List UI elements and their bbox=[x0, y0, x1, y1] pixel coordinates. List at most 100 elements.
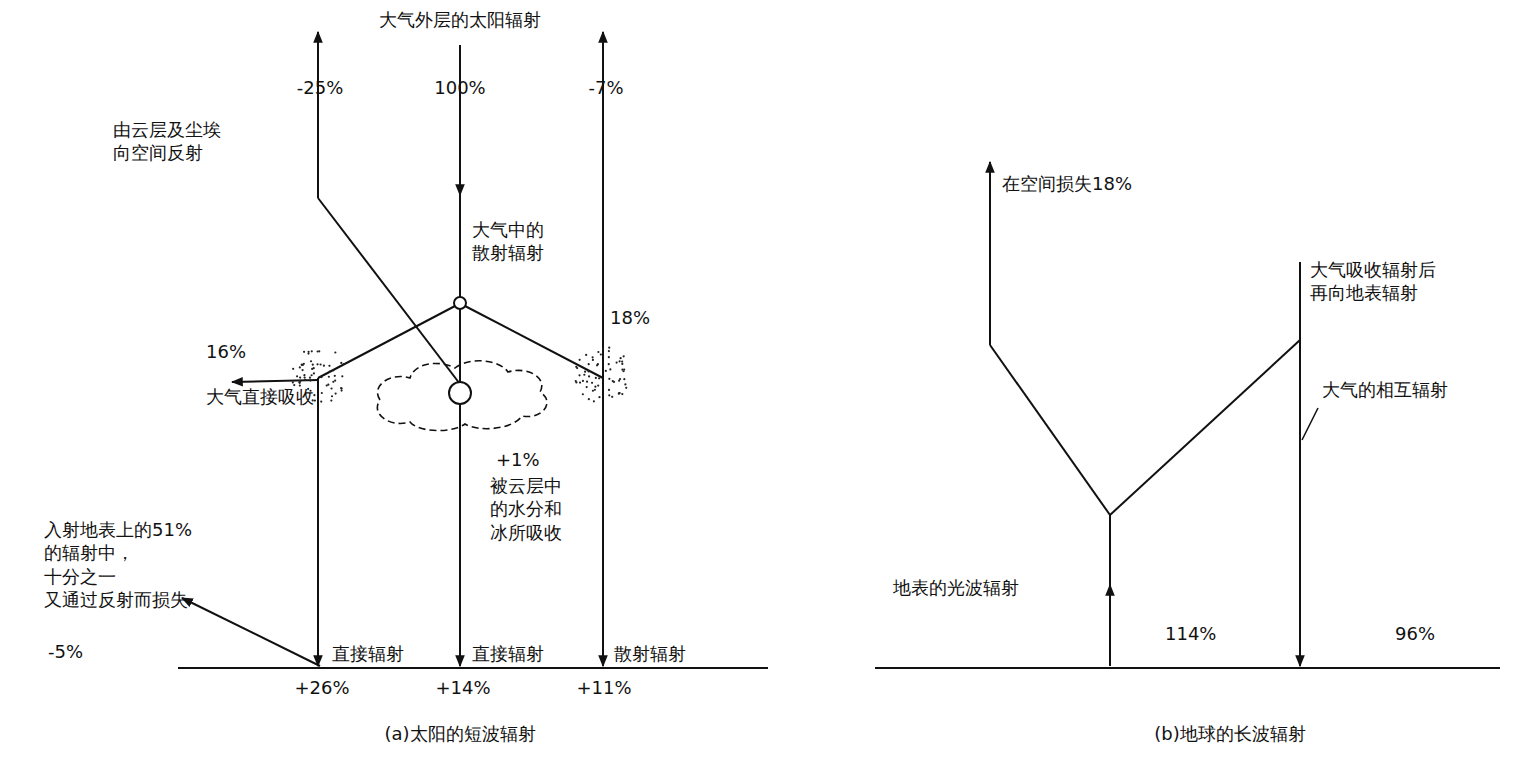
dust-dot bbox=[585, 354, 587, 356]
dust-dot bbox=[330, 387, 332, 389]
label: +26% bbox=[294, 676, 349, 699]
scatter-point bbox=[454, 297, 466, 309]
dust-dot bbox=[340, 387, 342, 389]
dust-dot bbox=[317, 350, 319, 352]
label: 大气吸收辐射后 再向地表辐射 bbox=[1310, 258, 1436, 305]
dust-dot bbox=[312, 364, 314, 366]
label: 16% bbox=[206, 340, 246, 363]
dust-dot bbox=[621, 360, 623, 362]
dust-dot bbox=[331, 395, 333, 397]
dust-dot bbox=[598, 396, 600, 398]
loss-arrow bbox=[989, 162, 991, 345]
dust-dot bbox=[316, 363, 318, 365]
label: 18% bbox=[610, 306, 650, 329]
label: 入射地表上的51% 的辐射中，十分之一 又通过反射而损失 bbox=[44, 518, 192, 612]
dust-dot bbox=[320, 400, 322, 402]
label: 在空间损失18% bbox=[1002, 172, 1132, 195]
dust-dot bbox=[594, 386, 596, 388]
dust-dot bbox=[592, 359, 594, 361]
cloud-line bbox=[459, 309, 461, 384]
dust-dot bbox=[292, 381, 294, 383]
dust-dot bbox=[582, 380, 584, 382]
cloud-outline bbox=[377, 361, 547, 431]
scatter-down-arrow bbox=[602, 378, 604, 666]
dust-dot bbox=[299, 380, 301, 382]
label: 地表的光波辐射 bbox=[893, 576, 1019, 599]
dust-dot bbox=[608, 389, 610, 391]
label: +14% bbox=[435, 676, 490, 699]
ground-line bbox=[178, 667, 768, 669]
dust-dot bbox=[328, 365, 330, 367]
dust-dot bbox=[575, 380, 577, 382]
incoming-arrow bbox=[459, 45, 461, 195]
label: +1% bbox=[496, 448, 540, 471]
dust-dot bbox=[619, 357, 621, 359]
dust-dot bbox=[341, 387, 343, 389]
dust-dot bbox=[314, 399, 316, 401]
cloud-drop bbox=[449, 382, 471, 404]
dust-dot bbox=[597, 384, 599, 386]
dust-dot bbox=[613, 381, 615, 383]
label: (b)地球的长波辐射 bbox=[1154, 722, 1305, 745]
dust-dot bbox=[340, 362, 342, 364]
direct-arrow bbox=[317, 378, 319, 666]
dust-dot bbox=[624, 383, 626, 385]
label: -25% bbox=[297, 76, 344, 99]
incoming-line bbox=[459, 195, 461, 297]
dust-dot bbox=[301, 364, 303, 366]
dust-dot bbox=[341, 375, 343, 377]
dust-dot bbox=[292, 368, 294, 370]
dust-dot bbox=[588, 398, 590, 400]
label: -5% bbox=[48, 640, 83, 663]
dust-dot bbox=[313, 372, 315, 374]
dust-dot bbox=[323, 365, 325, 367]
dust-dot bbox=[586, 386, 588, 388]
label: 100% bbox=[434, 76, 485, 99]
dust-dot bbox=[320, 376, 322, 378]
dust-dot bbox=[332, 369, 334, 371]
dust-dot bbox=[623, 378, 625, 380]
dust-dot bbox=[296, 375, 298, 377]
dust-dot bbox=[311, 374, 313, 376]
label: -7% bbox=[588, 76, 623, 99]
dust-dot bbox=[334, 351, 336, 353]
reflect-line bbox=[318, 198, 460, 384]
dust-dot bbox=[597, 351, 599, 353]
dust-dot bbox=[621, 363, 623, 365]
dust-dot bbox=[588, 363, 590, 365]
dust-dot bbox=[299, 366, 301, 368]
dust-dot bbox=[605, 370, 607, 372]
label: 被云层中 的水分和 冰所吸收 bbox=[490, 474, 562, 544]
dust-dot bbox=[597, 363, 599, 365]
absorb-branch bbox=[1110, 340, 1300, 515]
dust-dot bbox=[299, 377, 301, 379]
dust-dot bbox=[623, 368, 625, 370]
dust-dot bbox=[575, 366, 577, 368]
direct-arrow bbox=[459, 402, 461, 666]
dust-dot bbox=[582, 393, 584, 395]
dust-dot bbox=[342, 363, 344, 365]
emission-arrow bbox=[1109, 585, 1111, 666]
reflect-arrow bbox=[317, 32, 319, 198]
dust-dot bbox=[309, 379, 311, 381]
label: 大气的相互辐射 bbox=[1322, 378, 1448, 401]
dust-dot bbox=[608, 347, 610, 349]
dust-dot bbox=[608, 350, 610, 352]
scatter-branch bbox=[318, 306, 455, 378]
dust-dot bbox=[583, 374, 585, 376]
dust-dot bbox=[608, 356, 610, 358]
dust-dot bbox=[310, 360, 312, 362]
scatter-branch bbox=[465, 306, 603, 378]
dust-dot bbox=[579, 359, 581, 361]
dust-dot bbox=[303, 363, 305, 365]
dust-dot bbox=[326, 384, 328, 386]
emission-line bbox=[1109, 515, 1111, 585]
dust-dot bbox=[595, 377, 597, 379]
dust-dot bbox=[329, 370, 331, 372]
dust-dot bbox=[321, 392, 323, 394]
dust-dot bbox=[621, 393, 623, 395]
dust-dot bbox=[304, 377, 306, 379]
dust-dot bbox=[591, 382, 593, 384]
dust-dot bbox=[578, 374, 580, 376]
label: 散射辐射 bbox=[614, 642, 686, 665]
